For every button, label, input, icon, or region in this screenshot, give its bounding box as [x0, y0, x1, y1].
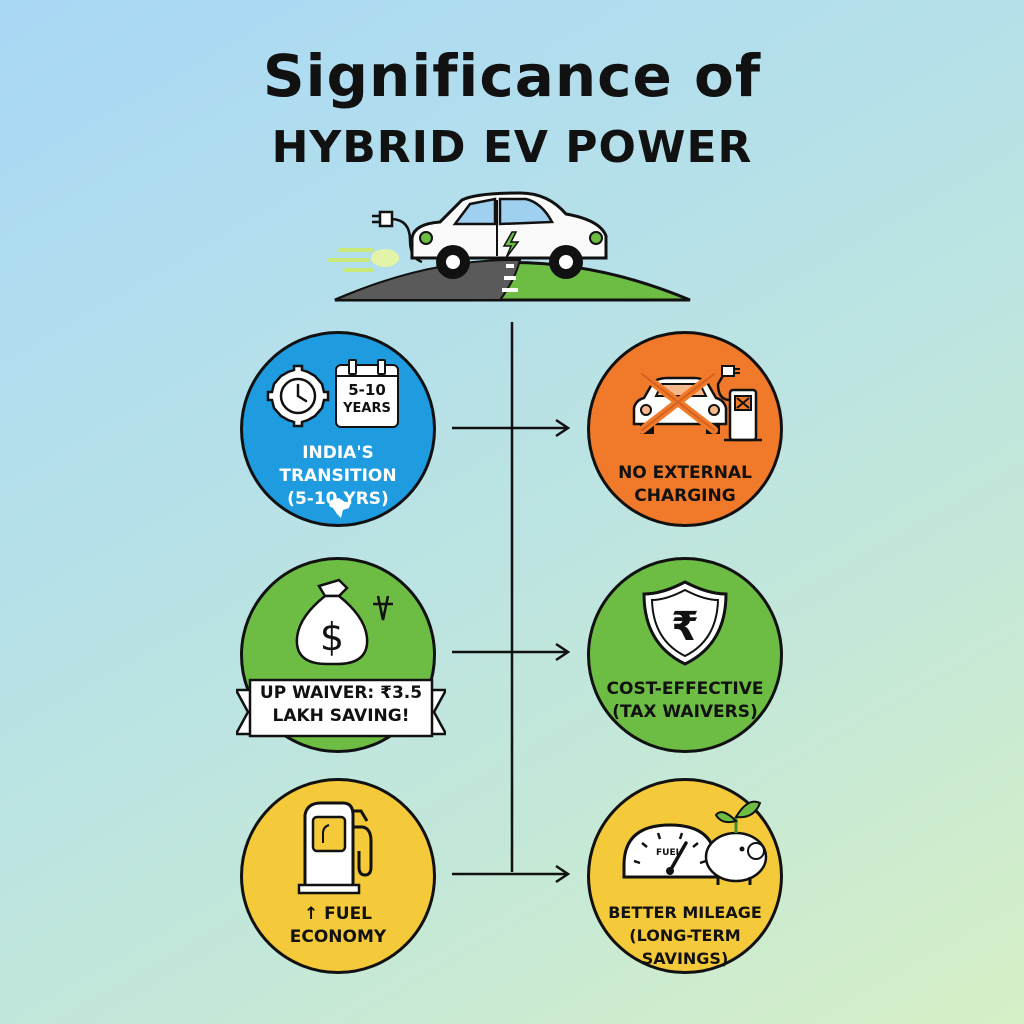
india-transition-label: INDIA'S TRANSITION (5-10 YRS) — [243, 442, 433, 511]
calendar-icon: 5-10 YEARS — [335, 359, 399, 428]
hybrid-car-illustration — [328, 191, 691, 302]
india-transition-circle: 5-10 YEARS INDIA'S TRANSITION (5-10 YRS) — [240, 331, 436, 527]
piggy-bank-plant-icon — [704, 800, 768, 885]
gear-clock-icon — [266, 364, 330, 428]
fuel-economy-circle: ↑ FUEL ECONOMY — [240, 778, 436, 974]
cost-effective-label-line1: COST-EFFECTIVE — [606, 679, 764, 699]
waiver-banner-line2: LAKH SAVING! — [272, 706, 410, 726]
money-bag-icon: $ — [295, 578, 393, 666]
no-external-charging-circle: NO EXTERNAL CHARGING — [587, 331, 783, 527]
calendar-years-unit: YEARS — [343, 401, 391, 416]
svg-text:₹: ₹ — [671, 604, 699, 650]
waiver-banner-text: UP WAIVER: ₹3.5 LAKH SAVING! — [250, 682, 432, 728]
arrow-row-1 — [452, 418, 571, 438]
india-transition-label-line1: INDIA'S TRANSITION — [279, 443, 397, 486]
fuel-gauge-text: FUEL — [656, 848, 682, 858]
better-mileage-label-line2: (LONG-TERM SAVINGS) — [629, 926, 741, 968]
cost-effective-label: COST-EFFECTIVE (TAX WAIVERS) — [590, 678, 780, 724]
cost-effective-label-line2: (TAX WAIVERS) — [612, 702, 758, 722]
better-mileage-circle: FUEL BETTER MILEAGE (LONG-TERM SAVINGS) — [587, 778, 783, 974]
no-external-charging-label-line2: CHARGING — [634, 486, 736, 506]
waiver-banner — [236, 678, 446, 738]
no-external-charging-label: NO EXTERNAL CHARGING — [590, 462, 780, 508]
car-icon — [410, 191, 608, 279]
speed-lines-icon — [328, 248, 399, 272]
calendar-years-range: 5-10 — [348, 381, 386, 399]
no-external-charging-label-line1: NO EXTERNAL — [618, 463, 752, 483]
fuel-economy-label-line2: ECONOMY — [289, 927, 387, 947]
charging-station-icon — [716, 365, 762, 442]
arrow-row-3 — [452, 864, 571, 884]
fuel-pump-icon — [297, 801, 373, 895]
svg-text:$: $ — [320, 615, 344, 659]
better-mileage-label-line1: BETTER MILEAGE — [608, 903, 762, 922]
road-icon — [334, 259, 691, 302]
title-line-2: HYBRID EV POWER — [271, 122, 753, 173]
india-map-icon — [329, 498, 351, 518]
cost-effective-circle: ₹ COST-EFFECTIVE (TAX WAIVERS) — [587, 557, 783, 753]
waiver-banner-line1: UP WAIVER: ₹3.5 — [259, 683, 423, 703]
fuel-economy-label-line1: ↑ FUEL — [303, 904, 373, 924]
title-line-1: Significance of — [262, 42, 762, 110]
rupee-shield-icon: ₹ — [642, 580, 728, 666]
no-charging-car-icon — [632, 370, 728, 434]
fuel-economy-label: ↑ FUEL ECONOMY — [243, 903, 433, 949]
arrow-row-2 — [452, 642, 571, 662]
better-mileage-label: BETTER MILEAGE (LONG-TERM SAVINGS) — [590, 901, 780, 970]
